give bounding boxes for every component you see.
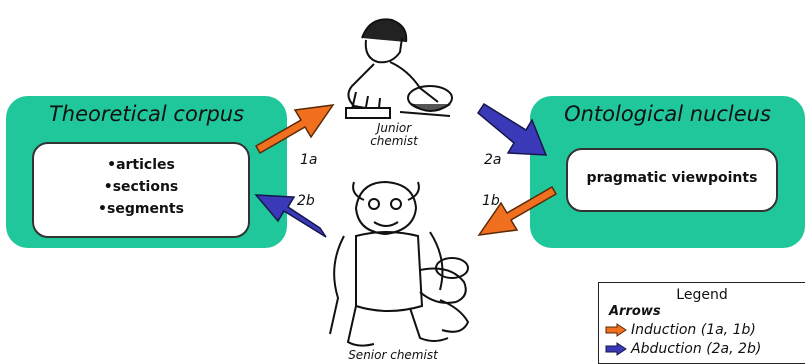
legend-abduction-label: Abduction (2a, 2b) [631, 341, 762, 357]
ontological-nucleus-panel: Ontological nucleus pragmatic viewpoints [530, 96, 805, 248]
junior-chemist-label-line2: chemist [370, 134, 418, 148]
induction-arrow-1a [254, 104, 335, 155]
senior-chemist-illustration [329, 180, 470, 347]
abduction-arrow-2a [477, 102, 548, 156]
corpus-item-sections: sections [34, 176, 248, 198]
pragmatic-viewpoints-label: pragmatic viewpoints [586, 170, 758, 186]
junior-chemist-illustration [345, 18, 453, 119]
theoretical-corpus-title: Theoretical corpus [48, 102, 245, 126]
arrow-label-2a: 2a [484, 152, 502, 168]
arrow-label-1a: 1a [300, 152, 318, 168]
abduction-arrow-2b [254, 194, 327, 238]
corpus-item-articles: articles [34, 154, 248, 176]
ontological-nucleus-title: Ontological nucleus [564, 102, 771, 126]
senior-chemist-label: Senior chemist [348, 348, 438, 362]
legend-induction-label: Induction (1a, 1b) [631, 322, 756, 338]
induction-arrow-1b [477, 185, 558, 236]
abduction-arrow-icon [605, 342, 627, 356]
nucleus-contents-box: pragmatic viewpoints [566, 148, 778, 212]
arrow-label-2b: 2b [297, 193, 315, 209]
junior-chemist-label: Junior chemist [364, 122, 424, 148]
corpus-items-list: articles sections segments [34, 154, 248, 220]
corpus-contents-box: articles sections segments [32, 142, 250, 238]
legend-box: Legend Arrows Induction (1a, 1b) Abducti… [598, 282, 805, 364]
corpus-item-segments: segments [34, 198, 248, 220]
theoretical-corpus-panel: Theoretical corpus articles sections seg… [6, 96, 287, 248]
induction-arrow-icon [605, 323, 627, 337]
arrow-label-1b: 1b [482, 193, 500, 209]
legend-subtitle: Arrows [609, 304, 661, 319]
legend-title: Legend [676, 287, 728, 303]
junior-chemist-label-line1: Junior [376, 121, 412, 135]
